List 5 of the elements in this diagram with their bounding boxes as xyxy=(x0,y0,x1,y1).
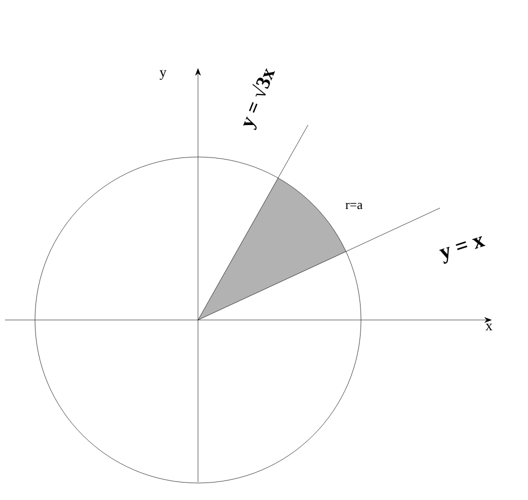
axis-label: x xyxy=(486,324,492,330)
line-label: y = x xyxy=(439,236,486,264)
axis-label: y xyxy=(160,70,166,80)
radius-label: r=a xyxy=(346,202,363,210)
line-label: y = √3x xyxy=(243,68,275,130)
